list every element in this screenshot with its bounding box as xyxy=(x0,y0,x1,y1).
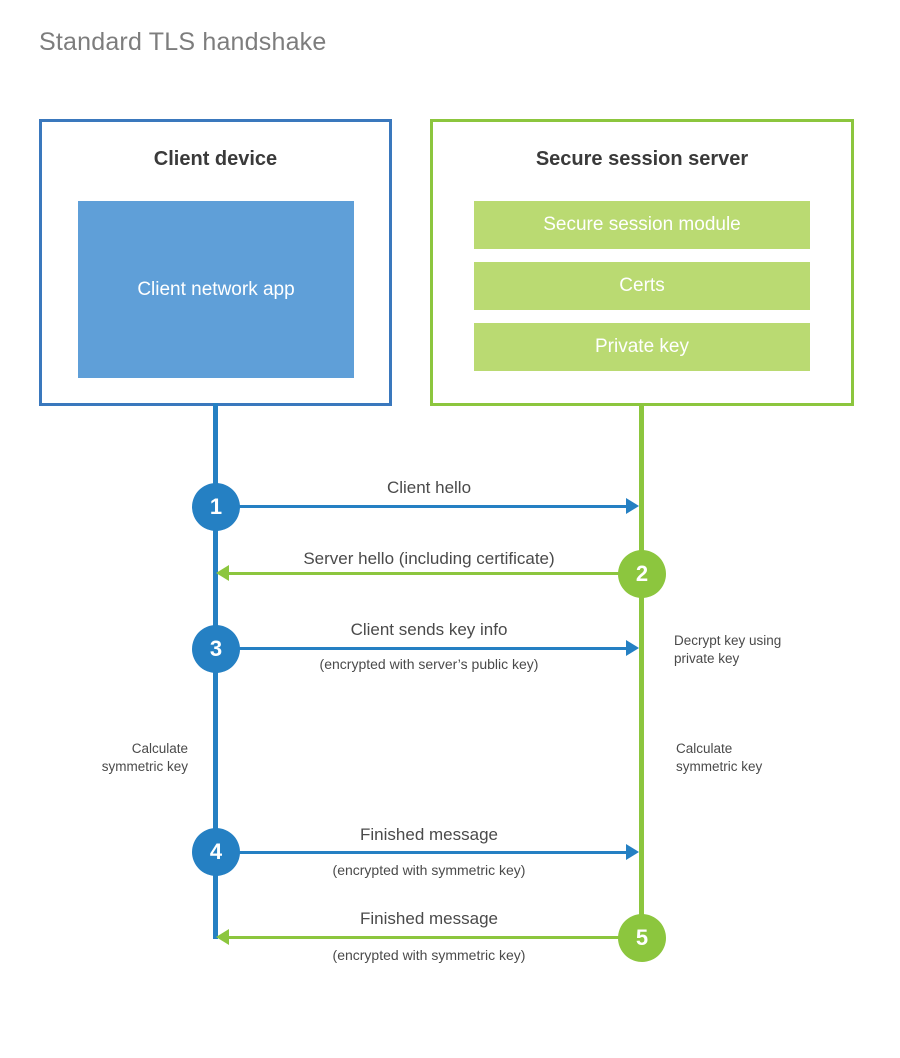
message-3-label: Client sends key info xyxy=(350,620,508,639)
client-device-box: Client device Client network app xyxy=(39,119,392,406)
step-badge-2: 2 xyxy=(618,550,666,598)
message-1-label: Client hello xyxy=(386,478,472,497)
server-module-private-key: Private key xyxy=(474,323,810,371)
note-server-decrypt-key: Decrypt key using private key xyxy=(674,633,782,667)
message-2-line xyxy=(219,572,642,575)
message-4-arrowhead-icon xyxy=(626,844,639,860)
message-5-label: Finished message xyxy=(360,909,498,928)
step-badge-5: 5 xyxy=(618,914,666,962)
step-badge-1: 1 xyxy=(192,483,240,531)
message-4-sublabel: (encrypted with symmetric key) xyxy=(332,862,526,878)
message-1-arrowhead-icon xyxy=(626,498,639,514)
message-4-label: Finished message xyxy=(360,825,498,844)
message-5-sublabel: (encrypted with symmetric key) xyxy=(332,947,526,963)
server-lifeline xyxy=(639,403,644,939)
message-1-line xyxy=(216,505,626,508)
message-3-arrowhead-icon xyxy=(626,640,639,656)
message-2-label: Server hello (including certificate) xyxy=(303,549,555,568)
message-5-arrowhead-icon xyxy=(216,929,229,945)
page-title: Standard TLS handshake xyxy=(39,28,327,56)
secure-session-server-title: Secure session server xyxy=(535,148,749,170)
server-module-certs: Certs xyxy=(474,262,810,310)
note-client-calculate-symmetric-key: Calculate symmetric key xyxy=(101,741,188,775)
message-3-sublabel: (encrypted with server’s public key) xyxy=(319,656,539,672)
client-network-app-block: Client network app xyxy=(78,201,354,378)
client-device-title: Client device xyxy=(153,148,278,170)
message-3-line xyxy=(216,647,626,650)
message-2-arrowhead-icon xyxy=(216,565,229,581)
note-server-calculate-symmetric-key: Calculate symmetric key xyxy=(676,741,763,775)
server-module-secure-session-module: Secure session module xyxy=(474,201,810,249)
step-badge-3: 3 xyxy=(192,625,240,673)
message-4-line xyxy=(216,851,626,854)
secure-session-server-box: Secure session server Secure session mod… xyxy=(430,119,854,406)
step-badge-4: 4 xyxy=(192,828,240,876)
message-5-line xyxy=(219,936,642,939)
